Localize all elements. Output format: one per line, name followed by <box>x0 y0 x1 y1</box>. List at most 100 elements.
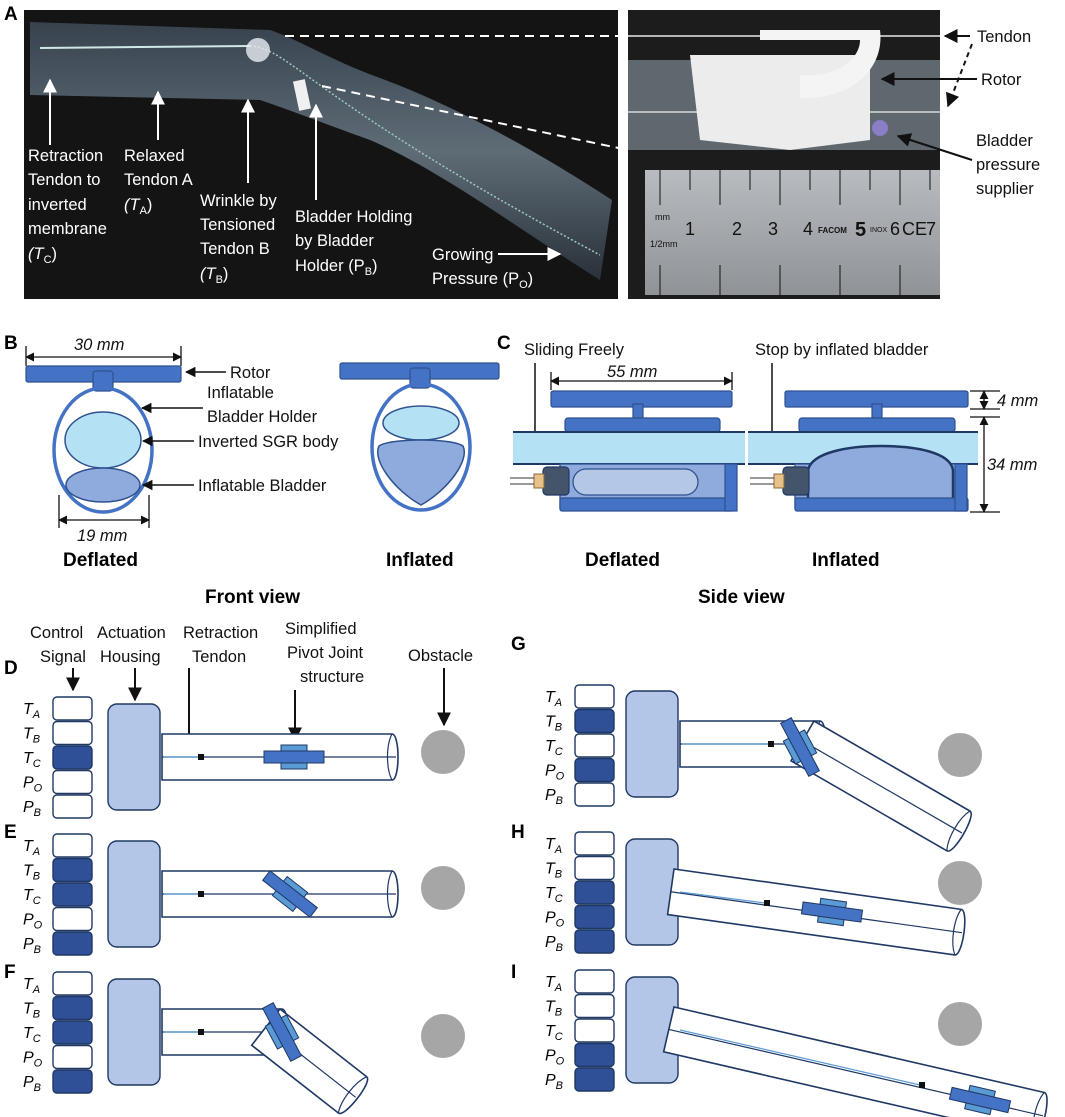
signal-label: TB <box>23 1001 40 1021</box>
signal-box <box>574 880 615 905</box>
signal-label: TA <box>545 974 562 994</box>
label-wrinkle-tendon-b: Wrinkle by Tensioned Tendon B (TB) <box>200 98 277 286</box>
signal-label: TC <box>23 750 41 770</box>
panel-letter-f: F <box>4 962 16 983</box>
signal-box <box>574 993 615 1019</box>
actuation-housing <box>107 703 161 811</box>
svg-text:Holder (PB): Holder (PB) <box>295 257 378 278</box>
sgr-body-inflated <box>382 405 460 441</box>
side-bladder-inflated <box>806 444 955 502</box>
header-actuation-1: Actuation <box>97 624 166 642</box>
ruler-ticks <box>659 170 931 295</box>
svg-text:(TB): (TB) <box>200 265 228 286</box>
connector-bottom <box>321 85 629 151</box>
signal-label: TC <box>23 887 41 907</box>
obstacle <box>421 730 465 774</box>
signal-box <box>574 969 615 994</box>
signal-box <box>574 929 615 954</box>
top-dim: 4 mm <box>997 392 1038 410</box>
panel-letter-a: A <box>4 4 18 25</box>
supplier-fitting <box>872 120 888 136</box>
header-control-1: Control <box>30 624 83 642</box>
tube-cap <box>952 909 962 956</box>
signal-label: PB <box>23 799 41 819</box>
pivot-joint <box>261 1002 303 1062</box>
signal-box <box>574 733 615 758</box>
svg-text:by Bladder: by Bladder <box>295 232 374 250</box>
svg-text:Retraction: Retraction <box>28 147 103 165</box>
svg-text:Rotor: Rotor <box>981 71 1022 89</box>
photo-right: mm 1/2mm 1 2 3 4 FACOM 5 INOX 6 CE 7 <box>628 10 940 299</box>
sgr-body-label: Inverted SGR body <box>198 433 339 451</box>
signal-label: PB <box>545 934 563 954</box>
rotor-photo <box>246 38 270 62</box>
bladder-holder-label-1: Inflatable <box>207 384 274 402</box>
label-retraction-tendon: Retraction Tendon to inverted membrane (… <box>28 78 107 266</box>
panel-a: A Retraction Tendon to inverted membrane… <box>4 4 1040 299</box>
bladder-inflated <box>376 439 466 506</box>
signal-label: PO <box>545 910 565 930</box>
side-rotor-stem <box>632 403 644 419</box>
svg-text:Tensioned: Tensioned <box>200 216 275 234</box>
side-view-caption: Side view <box>698 587 785 608</box>
front-inflated-caption: Inflated <box>386 550 454 571</box>
svg-text:membrane: membrane <box>28 220 107 238</box>
signal-box <box>52 794 93 819</box>
signal-box <box>52 931 93 956</box>
side-deflated-caption: Deflated <box>585 550 660 571</box>
rotor-stem <box>92 370 114 392</box>
signal-box <box>574 782 615 807</box>
pivot-joint <box>261 870 319 918</box>
pivot-bar <box>261 1002 303 1062</box>
ruler-brand: FACOM <box>818 226 847 235</box>
panel-b: B 30 mm 19 mm Rotor Inflatable Bladder H… <box>4 333 500 608</box>
signal-label: PO <box>545 763 565 783</box>
side-fitting <box>542 466 570 496</box>
front-inflated <box>339 362 500 512</box>
panel-letter-d: D <box>4 658 18 679</box>
signal-label: TC <box>545 1023 563 1043</box>
signal-box <box>574 904 615 930</box>
signal-label: PB <box>545 787 563 807</box>
tube-midline <box>802 740 963 834</box>
label-bladder-supplier: Bladder pressure supplier <box>896 132 1040 198</box>
signal-box <box>574 1018 615 1043</box>
pivot-bar <box>261 870 319 918</box>
label-tendon: Tendon <box>943 28 1031 108</box>
signal-box <box>574 708 615 734</box>
side-inflated <box>748 390 978 512</box>
header-control-2: Signal <box>40 648 86 666</box>
obstacle <box>421 1014 465 1058</box>
signal-box <box>574 1042 615 1068</box>
side-bottom-plate <box>559 497 734 512</box>
ruler-inox: INOX <box>870 227 887 234</box>
ruler-digit-2: 2 <box>732 219 742 239</box>
bladder-holder-inflated <box>370 382 472 512</box>
actuation-housing <box>107 840 161 948</box>
signal-box <box>574 855 615 881</box>
svg-text:(TA): (TA) <box>124 196 152 217</box>
signal-box <box>52 745 93 770</box>
signal-box <box>52 1069 93 1094</box>
signal-box <box>574 684 615 709</box>
front-view-caption: Front view <box>205 587 300 608</box>
signal-box <box>52 995 93 1021</box>
signal-label: TA <box>545 689 562 709</box>
svg-text:(TC): (TC) <box>28 245 57 266</box>
signal-box <box>574 831 615 856</box>
signal-label: PO <box>23 775 43 795</box>
panel-d-headers: Control Signal Actuation Housing Retract… <box>30 620 473 754</box>
width-dim: 30 mm <box>74 336 124 354</box>
signal-label: PB <box>23 936 41 956</box>
pivot-bar <box>263 750 325 764</box>
obstacle <box>938 1002 982 1046</box>
side-inflated-caption: Inflated <box>812 550 880 571</box>
rotor-label: Rotor <box>230 364 271 382</box>
ruler-digit-6: 6 <box>890 219 900 239</box>
stop-label: Stop by inflated bladder <box>755 341 929 359</box>
tube-cap <box>386 733 393 781</box>
